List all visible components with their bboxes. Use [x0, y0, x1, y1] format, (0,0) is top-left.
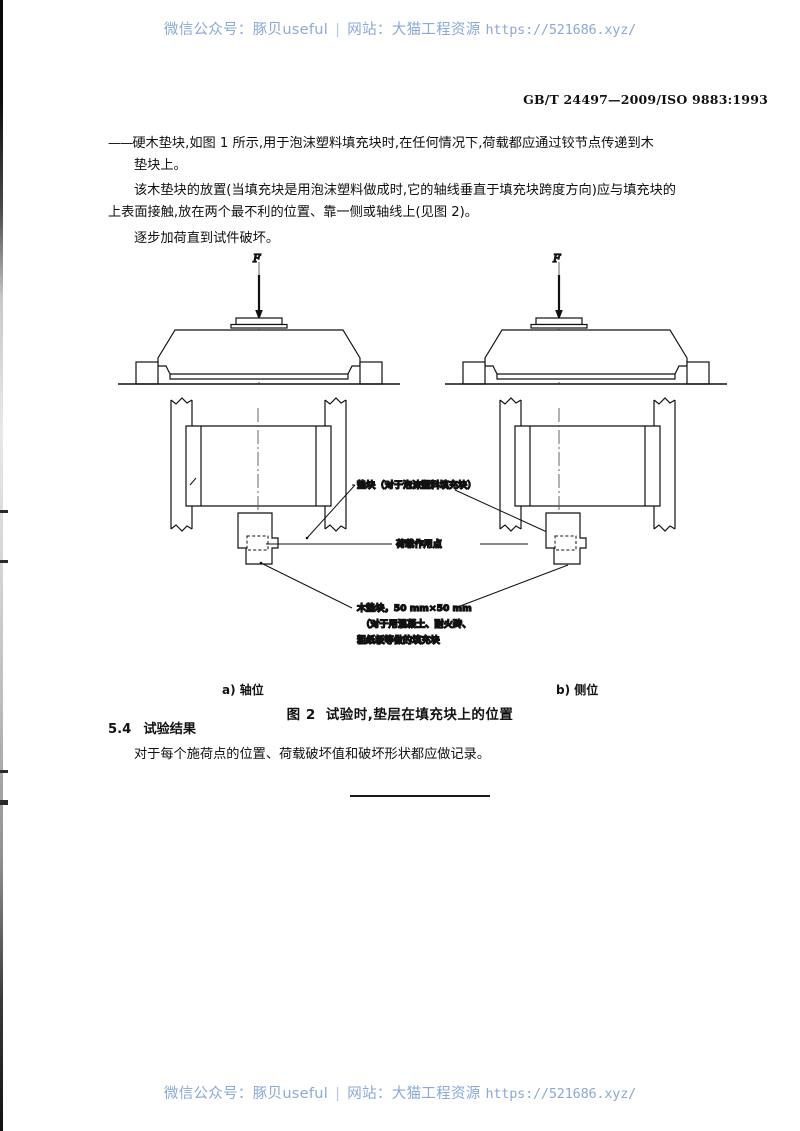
leader-line-pad-right [454, 489, 561, 539]
figure-axial-elevation: F [118, 251, 400, 385]
watermark-url: https://521686.xyz/ [485, 22, 637, 38]
watermark-url: https://521686.xyz/ [485, 1086, 637, 1102]
label-load-point-text: 荷载作用点 [395, 538, 442, 550]
end-of-text-rule [350, 795, 490, 797]
paragraph-hardwood-pad: ——硬木垫块,如图 1 所示,用于泡沫塑料填充块时,在任何情况下,荷载都应通过铰… [108, 133, 784, 177]
side-support-block-left [462, 361, 486, 385]
page-binding-edge [0, 0, 3, 1131]
side-rail-left-bottom-break [499, 524, 522, 532]
paragraph-dash-line2: 垫块上。 [134, 158, 187, 173]
running-head-standard-number: GB/T 24497—2009/ISO 9883:1993 [523, 92, 768, 107]
figure-side-elevation: F [445, 251, 727, 385]
section-number: 5.4 [108, 722, 132, 737]
figure-caption-number: 图 2 [286, 707, 316, 723]
figure-subcaption-a: a) 轴位 [222, 683, 264, 697]
figure-subcaption-b: b) 侧位 [556, 683, 599, 697]
watermark-site-name: 大猫工程资源 [391, 22, 481, 38]
watermark-site-label: 网站： [347, 1086, 392, 1102]
axial-specimen-body [157, 329, 361, 380]
side-specimen-body [484, 329, 688, 380]
leader-line-pad-label [306, 484, 356, 539]
side-slab-outline [514, 425, 661, 507]
axial-rail-right-top-break [324, 397, 347, 405]
paragraph-incremental-loading: 逐步加荷直到试件破坏。 [108, 228, 784, 250]
figure-axial-plan [170, 397, 347, 565]
label-pad-text: 垫块（对于泡沫塑料填充块） [357, 479, 476, 491]
figure-2-diagram: F [0, 248, 800, 708]
page-edge-tick [0, 510, 8, 513]
watermark-top: 微信公众号：豚贝useful | 网站：大猫工程资源 https://521686.… [0, 18, 800, 39]
label-wood-line2-text: （对于用混凝土、耐火砖、 [361, 618, 471, 630]
paragraph-pad-placement: 该木垫块的放置(当填充块是用泡沫塑料做成时,它的轴线垂直于填充块跨度方向)应与填… [108, 180, 784, 224]
side-bearing-plate [535, 317, 583, 326]
leader-dot-pad [305, 536, 309, 540]
watermark-site-name: 大猫工程资源 [391, 1086, 481, 1102]
axial-load-arrow-head [255, 310, 263, 320]
leader-tick-left-pad [189, 477, 197, 486]
side-bearing-pad [545, 512, 587, 565]
axial-slab-outline [185, 425, 332, 507]
figure-caption: 图 2 试验时,垫层在填充块上的位置 [0, 703, 800, 723]
paragraph-2-line2: 上表面接触,放在两个最不利的位置、靠一侧或轴线上(见图 2)。 [108, 205, 478, 220]
axial-bearing-plate [235, 317, 283, 326]
side-load-arrow-head [555, 310, 563, 320]
figure-side-plan [499, 397, 676, 565]
watermark-wechat-label: 微信公众号： [163, 1086, 253, 1102]
section-title: 试验结果 [143, 722, 197, 737]
side-load-symbol-F: F [552, 252, 561, 265]
page-edge-tick [0, 770, 8, 773]
axial-load-symbol-F: F [252, 252, 261, 265]
axial-rail-left-top-break [170, 397, 193, 405]
watermark-separator: | [335, 1086, 341, 1102]
label-wood-line3-text: 粗纸板等做的填充块 [357, 634, 440, 646]
axial-load-point-marker [246, 535, 269, 551]
axial-rail-right-bottom-break [324, 524, 347, 532]
paragraph-dash-line1: 硬木垫块,如图 1 所示,用于泡沫塑料填充块时,在任何情况下,荷载都应通过铰节点… [132, 136, 654, 151]
leader-dot-wood [259, 561, 263, 565]
section-paragraph: 对于每个施荷点的位置、荷载破坏值和破坏形状都应做记录。 [134, 747, 491, 762]
paragraph-dash-mark: —— [108, 136, 133, 151]
paragraph-2-line1: 该木垫块的放置(当填充块是用泡沫塑料做成时,它的轴线垂直于填充块跨度方向)应与填… [134, 183, 676, 198]
watermark-separator: | [335, 22, 341, 38]
axial-support-block-left [135, 361, 159, 385]
watermark-wechat-label: 微信公众号： [163, 22, 253, 38]
watermark-site-label: 网站： [347, 22, 392, 38]
axial-rail-left-bottom-break [170, 524, 193, 532]
side-bearing-plate-base [530, 323, 588, 329]
section-body-5-4: 对于每个施荷点的位置、荷载破坏值和破坏形状都应做记录。 [108, 744, 784, 766]
side-rail-right-bottom-break [653, 524, 676, 532]
side-support-block-right [686, 361, 710, 385]
page-edge-tick [0, 800, 8, 805]
side-rail-left-top-break [499, 397, 522, 405]
side-load-point-marker [554, 535, 577, 551]
watermark-bottom: 微信公众号：豚贝useful | 网站：大猫工程资源 https://521686.… [0, 1082, 800, 1103]
figure-2-svg: F [118, 251, 727, 647]
leader-line-wood-pad [260, 562, 353, 609]
page-edge-tick [0, 560, 8, 563]
watermark-wechat-name: 豚贝useful [252, 22, 329, 38]
leader-line-wood-pad-right [454, 564, 569, 609]
figure-annotations: 垫块（对于泡沫塑料填充块） 荷载作用点 木垫块，50 mm×50 mm （对于用… [259, 478, 569, 647]
axial-support-block-right [359, 361, 383, 385]
paragraph-3-line1: 逐步加荷直到试件破坏。 [134, 231, 280, 246]
side-rail-right-top-break [653, 397, 676, 405]
axial-bearing-plate-base [230, 323, 288, 329]
section-heading-5-4: 5.4 试验结果 [108, 718, 196, 737]
figure-caption-text: 试验时,垫层在填充块上的位置 [325, 707, 514, 723]
watermark-wechat-name: 豚贝useful [252, 1086, 329, 1102]
axial-bearing-pad [237, 512, 279, 565]
label-wood-line1-text: 木垫块，50 mm×50 mm [356, 602, 472, 614]
